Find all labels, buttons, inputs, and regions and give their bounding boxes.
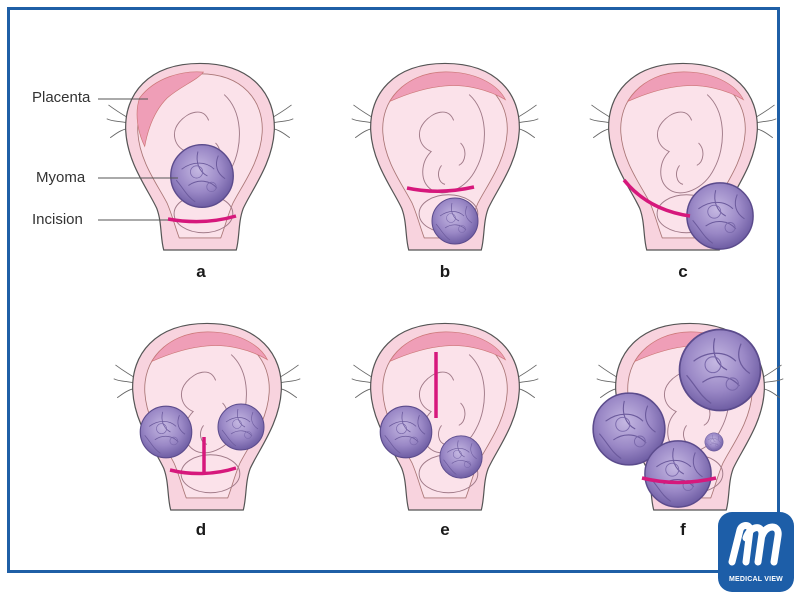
panel-label-c: c <box>678 262 687 282</box>
panel-label-f: f <box>680 520 686 540</box>
myoma-b <box>432 198 478 244</box>
myoma-c <box>687 183 753 249</box>
panel-label-d: d <box>196 520 206 540</box>
myoma-e-right <box>440 436 482 478</box>
panel-label-b: b <box>440 262 450 282</box>
myoma-d-left <box>140 406 192 458</box>
callout-myoma: Myoma <box>36 170 85 185</box>
panel-a-illustration <box>107 63 294 250</box>
logo-m-icon <box>718 512 794 572</box>
panel-d-illustration <box>114 323 301 510</box>
myoma-d-right <box>218 404 264 450</box>
myoma-f-bottom <box>645 441 711 507</box>
callout-incision: Incision <box>32 212 83 227</box>
logo-text: MEDICAL VIEW <box>718 576 794 583</box>
panel-label-a: a <box>196 262 205 282</box>
panel-f-illustration <box>593 323 783 510</box>
medical-view-logo: MEDICAL VIEW <box>718 512 794 592</box>
myoma-f-small <box>705 433 723 451</box>
panel-e-illustration <box>352 323 539 510</box>
myoma-a <box>171 145 234 208</box>
panel-b-illustration <box>352 63 539 250</box>
myoma-f-top-right <box>680 330 761 411</box>
callout-placenta: Placenta <box>32 90 90 105</box>
panel-c-illustration <box>590 63 777 250</box>
myoma-e-left <box>380 406 432 458</box>
panel-label-e: e <box>440 520 449 540</box>
